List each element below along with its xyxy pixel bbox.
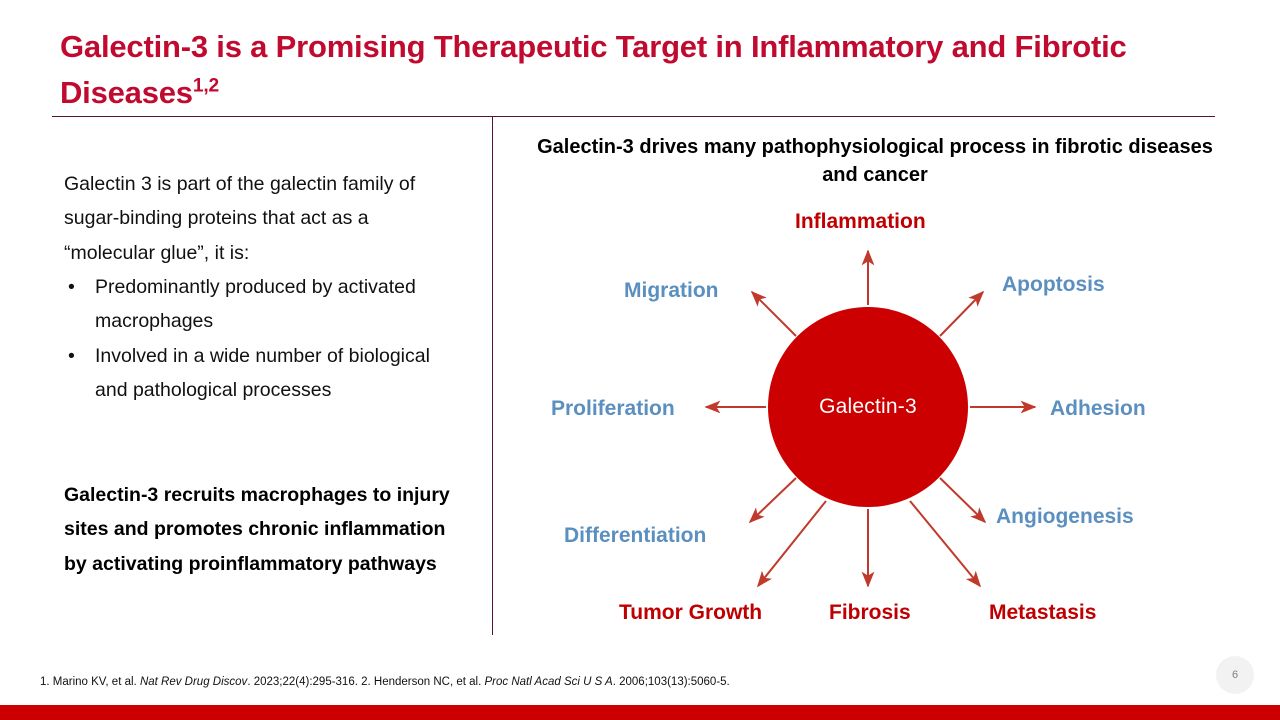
arrow-migration bbox=[750, 290, 797, 337]
node-label-angiogenesis: Angiogenesis bbox=[996, 505, 1134, 528]
list-item: • Involved in a wide number of biologica… bbox=[64, 339, 464, 408]
node-label-migration: Migration bbox=[624, 279, 719, 302]
reference-2-prefix: 2. Henderson NC, et al. bbox=[357, 676, 485, 688]
reference-footnote: 1. Marino KV, et al. Nat Rev Drug Discov… bbox=[40, 676, 730, 688]
node-label-tumor-growth: Tumor Growth bbox=[619, 601, 763, 624]
arrow-tumor-growth bbox=[757, 500, 827, 588]
list-item-label: Involved in a wide number of biological … bbox=[95, 344, 430, 401]
intro-paragraph: Galectin 3 is part of the galectin famil… bbox=[64, 173, 416, 264]
node-label-differentiation: Differentiation bbox=[564, 524, 707, 547]
diagram-arrows bbox=[704, 249, 1037, 588]
galectin-3-hub-label: Galectin-3 bbox=[819, 395, 917, 418]
node-label-proliferation: Proliferation bbox=[551, 397, 675, 420]
title-divider-horizontal bbox=[52, 116, 1215, 117]
emphasis-paragraph: Galectin-3 recruits macrophages to injur… bbox=[64, 484, 450, 575]
column-divider-vertical bbox=[492, 117, 493, 635]
reference-2-suffix: . 2006;103(13):5060-5. bbox=[612, 676, 730, 688]
node-label-apoptosis: Apoptosis bbox=[1002, 273, 1105, 296]
bullet-icon: • bbox=[68, 275, 75, 298]
node-label-inflammation: Inflammation bbox=[795, 210, 926, 233]
arrow-angiogenesis bbox=[939, 477, 987, 524]
reference-2-journal: Proc Natl Acad Sci U S A bbox=[484, 676, 613, 688]
arrow-apoptosis bbox=[939, 290, 985, 337]
node-label-fibrosis: Fibrosis bbox=[829, 601, 911, 624]
radial-diagram: Galectin-3 Inflammation Apoptosis Adhesi… bbox=[500, 195, 1260, 640]
page-title: Galectin-3 is a Promising Therapeutic Ta… bbox=[60, 24, 1190, 116]
page-title-text: Galectin-3 is a Promising Therapeutic Ta… bbox=[60, 29, 1127, 110]
page-title-superscript: 1,2 bbox=[192, 75, 219, 97]
reference-1-prefix: 1. Marino KV, et al. bbox=[40, 676, 140, 688]
diagram-heading: Galectin-3 drives many pathophysiologica… bbox=[537, 136, 1213, 187]
bullet-icon: • bbox=[68, 344, 75, 367]
page-number-badge: 6 bbox=[1216, 656, 1254, 694]
left-content-column: Galectin 3 is part of the galectin famil… bbox=[64, 167, 464, 407]
list-item-label: Predominantly produced by activated macr… bbox=[95, 275, 416, 333]
bullet-list: • Predominantly produced by activated ma… bbox=[64, 270, 464, 407]
bottom-accent-bar bbox=[0, 705, 1280, 720]
node-label-adhesion: Adhesion bbox=[1050, 397, 1146, 420]
arrow-differentiation bbox=[748, 477, 797, 524]
galectin-3-hub-circle bbox=[768, 307, 968, 507]
reference-1-journal: Nat Rev Drug Discov bbox=[139, 676, 248, 688]
arrow-metastasis bbox=[909, 500, 982, 588]
reference-1-suffix: . 2023;22(4):295-316. bbox=[247, 676, 358, 688]
node-label-metastasis: Metastasis bbox=[989, 601, 1097, 624]
list-item: • Predominantly produced by activated ma… bbox=[64, 270, 464, 339]
